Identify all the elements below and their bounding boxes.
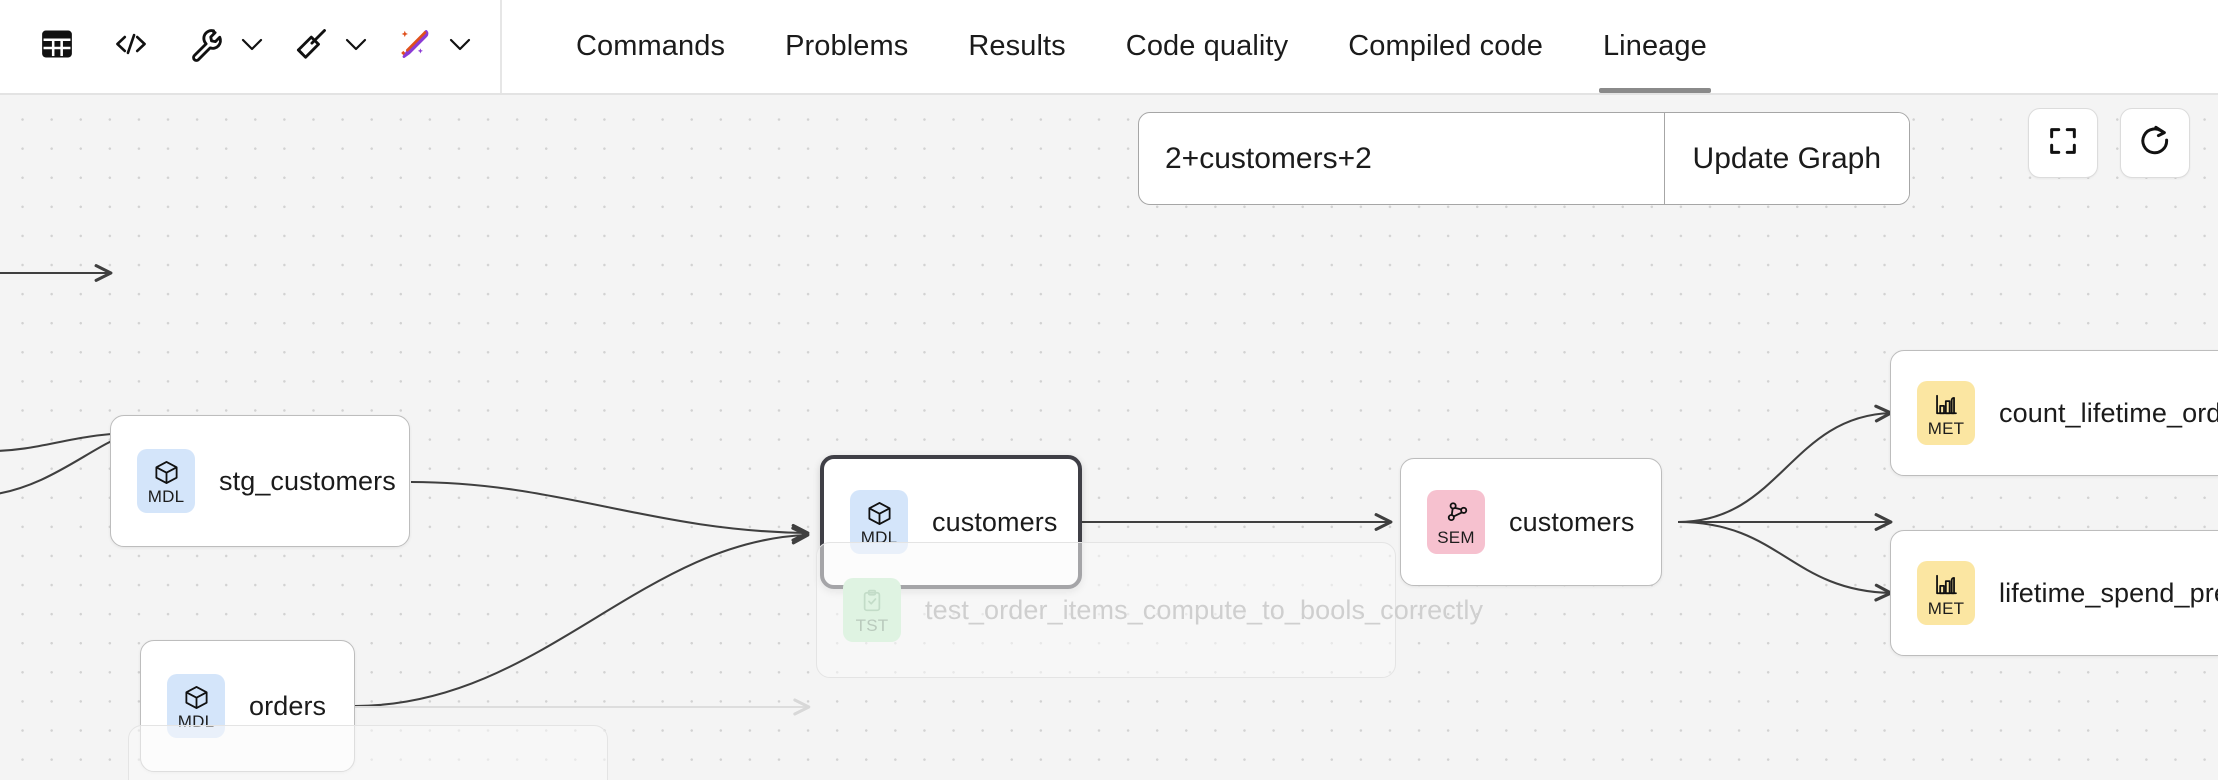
node-selector-bar: Update Graph (1138, 112, 1910, 205)
lineage-node-customers-semantic[interactable]: SEM customers (1400, 458, 1662, 586)
clipboard-check-icon (859, 586, 885, 616)
node-label: stg_customers (219, 465, 396, 496)
ai-assist-button[interactable] (388, 20, 442, 74)
node-label: orders (249, 690, 327, 721)
node-selector-input[interactable] (1139, 113, 1664, 204)
cube-icon (153, 457, 180, 487)
cube-icon (183, 682, 210, 712)
tab-underline (572, 88, 729, 93)
node-label: customers (1509, 506, 1635, 537)
tab-lineage[interactable]: Lineage (1573, 0, 1737, 93)
badge-label: MET (1927, 419, 1965, 438)
tab-underline (1122, 88, 1292, 93)
update-graph-button[interactable]: Update Graph (1663, 113, 1909, 204)
node-type-badge-met: MET (1917, 381, 1975, 445)
lineage-node-partial-test[interactable]: TST (128, 725, 608, 780)
format-tool-group (284, 20, 374, 74)
node-label: customers (932, 506, 1058, 537)
tab-label: Compiled code (1348, 30, 1543, 62)
build-button[interactable] (180, 20, 234, 74)
editor-header: Commands Problems Results Code quality C… (0, 0, 2218, 95)
table-view-icon (40, 27, 74, 66)
fit-view-button[interactable] (2028, 108, 2098, 178)
edge-stg-customers-to-customers (410, 480, 810, 542)
tab-label: Code quality (1125, 30, 1289, 62)
tab-code-quality[interactable]: Code quality (1096, 0, 1318, 93)
badge-label: SEM (1437, 528, 1475, 547)
edge-sem-to-lifetime-spend (1677, 520, 1893, 602)
edge-in-orders-b (0, 429, 131, 495)
lineage-node-test-order-items[interactable]: TST test_order_items_compute_to_bools_co… (816, 542, 1484, 678)
build-chevron-button[interactable] (234, 22, 270, 72)
format-button[interactable] (284, 20, 338, 74)
tab-label: Commands (576, 30, 726, 62)
fit-view-icon (2046, 124, 2080, 163)
node-type-badge-met: MET (1917, 561, 1975, 625)
badge-label: MET (1927, 599, 1965, 618)
node-label: lifetime_spend_pretax (1999, 577, 2218, 608)
chevron-down-icon (448, 36, 472, 57)
badge-label: TST (855, 616, 889, 635)
node-label: test_order_items_compute_to_bools_correc… (925, 594, 1484, 625)
badge-label: MDL (860, 528, 898, 547)
node-label: count_lifetime_orders (1999, 397, 2218, 428)
code-view-icon (113, 27, 149, 66)
edge-sem-to-count-lifetime (1677, 404, 1893, 524)
tab-underline (781, 88, 912, 93)
tab-commands[interactable]: Commands (546, 0, 755, 93)
editor-toolbar (0, 0, 502, 93)
refresh-icon (2138, 124, 2172, 163)
tab-label: Problems (785, 30, 909, 62)
network-graph-icon (1443, 498, 1470, 528)
ai-assist-chevron-button[interactable] (442, 22, 478, 72)
tab-problems[interactable]: Problems (755, 0, 938, 93)
wrench-icon (189, 26, 225, 67)
tab-label: Results (968, 30, 1066, 62)
lineage-node-lifetime-spend-pretax[interactable]: MET lifetime_spend_pretax (1890, 530, 2218, 656)
chevron-down-icon (344, 36, 368, 57)
tab-underline (1344, 88, 1547, 93)
bar-chart-icon (1933, 389, 1960, 419)
tab-compiled-code[interactable]: Compiled code (1318, 0, 1573, 93)
code-view-button[interactable] (104, 20, 158, 74)
format-chevron-button[interactable] (338, 22, 374, 72)
tab-results[interactable]: Results (938, 0, 1095, 93)
tab-underline (964, 88, 1069, 93)
refresh-button[interactable] (2120, 108, 2190, 178)
chevron-down-icon (240, 36, 264, 57)
bar-chart-icon (1933, 569, 1960, 599)
build-tool-group (180, 20, 270, 74)
ai-assist-tool-group (388, 20, 478, 74)
tab-underline (1598, 88, 1711, 93)
node-type-badge-sem: SEM (1427, 490, 1485, 554)
cube-icon (866, 498, 893, 528)
lineage-canvas[interactable]: MDL stg_customers MDL orders (0, 95, 2218, 780)
broom-icon (293, 26, 329, 67)
tab-label: Lineage (1602, 30, 1707, 62)
lineage-node-stg-customers[interactable]: MDL stg_customers (110, 415, 410, 547)
lineage-node-count-lifetime-orders[interactable]: MET count_lifetime_orders (1890, 350, 2218, 476)
table-view-button[interactable] (30, 20, 84, 74)
node-type-badge-mdl: MDL (137, 449, 195, 513)
edge-orders-to-customers (354, 526, 810, 708)
badge-label: MDL (147, 487, 185, 506)
edge-in-orders-a (0, 424, 131, 452)
editor-tabs: Commands Problems Results Code quality C… (502, 0, 1737, 93)
magic-wand-icon (397, 26, 433, 67)
canvas-controls (2028, 108, 2190, 178)
node-type-badge-tst: TST (843, 578, 901, 642)
